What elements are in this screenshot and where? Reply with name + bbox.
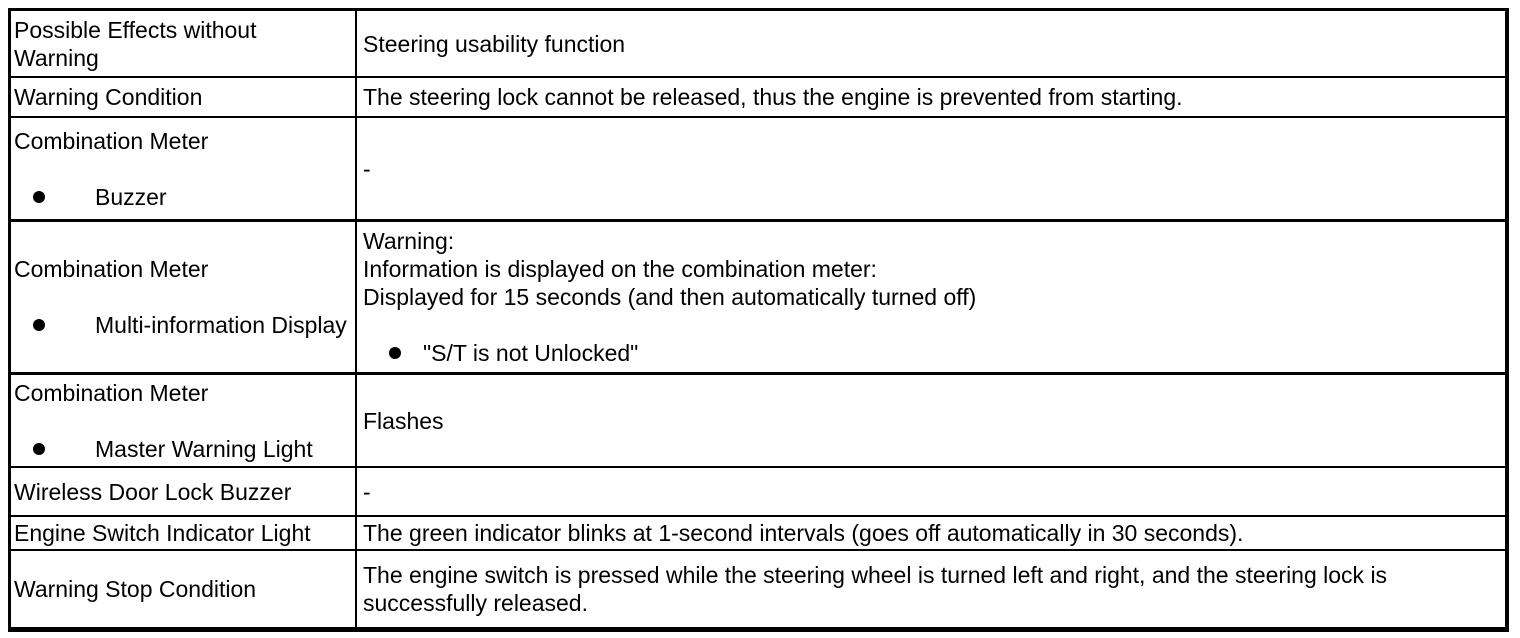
bullet-icon	[389, 347, 401, 359]
table-row: Combination Meter Buzzer -	[11, 118, 1505, 222]
row-label-cell: Possible Effects without Warning	[11, 11, 357, 76]
label-title-text: Combination Meter	[14, 127, 209, 154]
label-title-text: Combination Meter	[14, 379, 209, 406]
row-value-cell: The green indicator blinks at 1-second i…	[357, 517, 1505, 549]
row-label-cell: Wireless Door Lock Buzzer	[11, 468, 357, 515]
value-text: The steering lock cannot be released, th…	[363, 84, 1183, 110]
table-row: Engine Switch Indicator Light The green …	[11, 517, 1505, 551]
row-label-cell: Engine Switch Indicator Light	[11, 517, 357, 549]
value-text: Steering usability function	[363, 30, 626, 57]
row-value-cell: Warning: Information is displayed on the…	[357, 222, 1505, 372]
value-text: -	[363, 478, 371, 505]
label-bullet-text: Master Warning Light	[95, 435, 313, 462]
row-value-cell: Steering usability function	[357, 11, 1505, 76]
bullet-icon	[33, 442, 45, 455]
row-label-cell: Warning Condition	[11, 78, 357, 116]
blank-line	[357, 311, 1505, 339]
label-bullet-text: Multi-information Display	[95, 312, 347, 338]
table-row: Warning Stop Condition The engine switch…	[11, 551, 1505, 627]
label-bullet-line: Master Warning Light	[11, 435, 355, 463]
blank-line	[11, 155, 355, 183]
label-text: Warning Stop Condition	[14, 576, 257, 602]
table-row: Combination Meter Master Warning Light F…	[11, 375, 1505, 468]
value-text: The engine switch is pressed while the s…	[363, 562, 1388, 616]
label-text: Wireless Door Lock Buzzer	[14, 478, 292, 505]
value-text: Warning: Information is displayed on the…	[363, 228, 977, 310]
row-value-cell: -	[357, 118, 1505, 219]
label-text: Possible Effects without Warning	[14, 16, 257, 71]
label-bullet-line: Buzzer	[11, 183, 355, 211]
label-bullet-text: Buzzer	[95, 183, 167, 210]
value-bullet-line: "S/T is not Unlocked"	[357, 339, 1505, 367]
table-row: Warning Condition The steering lock cann…	[11, 78, 1505, 118]
value-bullet-text: "S/T is not Unlocked"	[423, 340, 639, 366]
label-text: Warning Condition	[14, 84, 203, 110]
row-value-cell: -	[357, 468, 1505, 515]
label-bullet-line: Multi-information Display	[11, 311, 355, 339]
label-text: Engine Switch Indicator Light	[14, 520, 311, 546]
blank-line	[11, 407, 355, 435]
label-title-text: Combination Meter	[14, 256, 209, 282]
row-value-cell: The engine switch is pressed while the s…	[357, 551, 1505, 627]
row-label-cell: Warning Stop Condition	[11, 551, 357, 627]
blank-line	[11, 283, 355, 311]
table-row: Possible Effects without Warning Steerin…	[11, 11, 1505, 78]
row-label-cell: Combination Meter Buzzer	[11, 118, 357, 219]
row-value-cell: The steering lock cannot be released, th…	[357, 78, 1505, 116]
value-text: Flashes	[363, 407, 444, 434]
bullet-icon	[33, 319, 45, 331]
warning-function-table: Possible Effects without Warning Steerin…	[8, 8, 1509, 632]
row-value-cell: Flashes	[357, 375, 1505, 466]
value-text: The green indicator blinks at 1-second i…	[363, 520, 1244, 546]
value-text: -	[363, 155, 371, 182]
row-label-cell: Combination Meter Master Warning Light	[11, 375, 357, 466]
table-row: Combination Meter Multi-information Disp…	[11, 222, 1505, 375]
bullet-icon	[33, 190, 45, 203]
row-label-cell: Combination Meter Multi-information Disp…	[11, 222, 357, 372]
table-row: Wireless Door Lock Buzzer -	[11, 468, 1505, 517]
